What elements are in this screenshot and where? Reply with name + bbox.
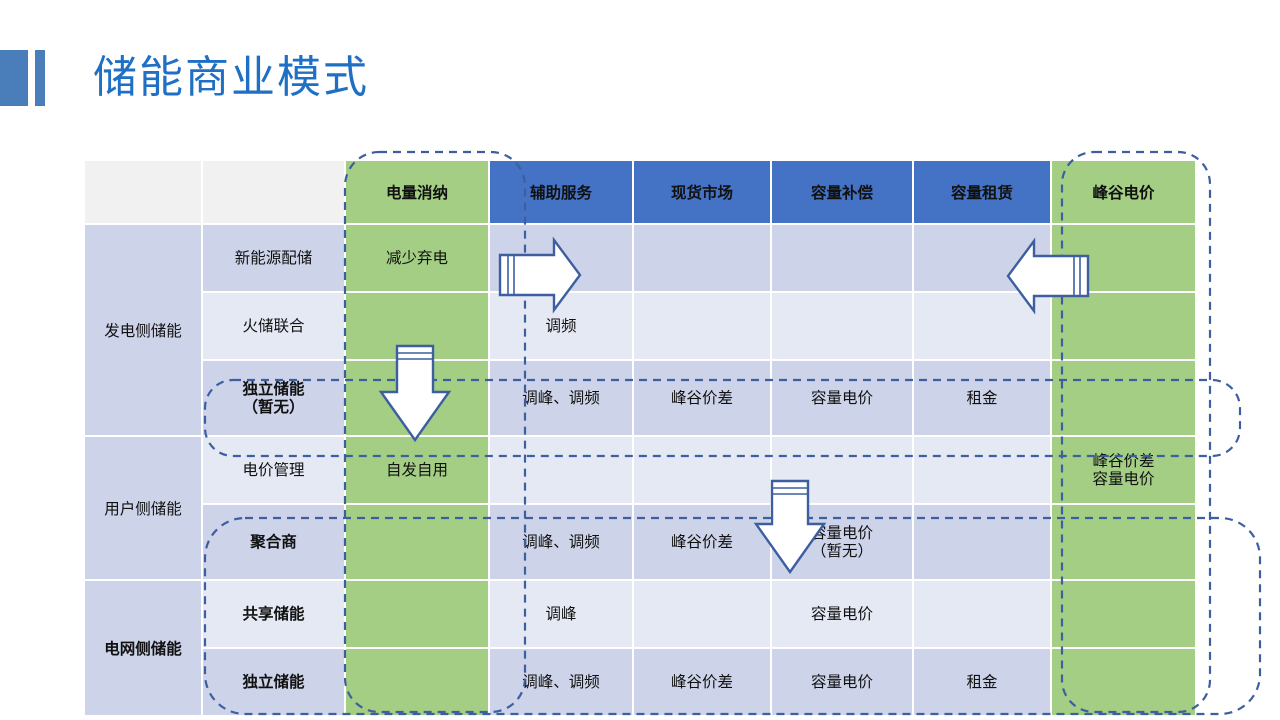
row-subgroup-label[interactable]: 独立储能: [202, 648, 345, 716]
cell-c2-row0[interactable]: [489, 224, 633, 292]
column-header-blank-0[interactable]: [84, 160, 202, 224]
cell-c6-row5[interactable]: [1051, 580, 1196, 648]
cell-c4-row2[interactable]: 容量电价: [771, 360, 913, 436]
table-row: 电网侧储能共享储能调峰容量电价: [84, 580, 1196, 716]
cell-c6-row0[interactable]: [1051, 224, 1196, 292]
column-header-c4[interactable]: 容量补偿: [771, 160, 913, 224]
business-model-matrix: 电量消纳辅助服务现货市场容量补偿容量租赁峰谷电价发电侧储能新能源配储减少弃电火储…: [84, 160, 1196, 716]
cell-c5-row5[interactable]: [913, 580, 1051, 648]
table-row: 聚合商 调峰、调频峰谷价差容量电价（暂无）: [84, 504, 1196, 580]
cell-c3-row5[interactable]: [633, 580, 771, 648]
cell-c2-row3[interactable]: [489, 436, 633, 504]
column-header-c2[interactable]: 辅助服务: [489, 160, 633, 224]
row-group-label[interactable]: 电网侧储能: [84, 580, 202, 716]
cell-c5-row1[interactable]: [913, 292, 1051, 360]
cell-c3-row1[interactable]: [633, 292, 771, 360]
row-group-label[interactable]: 用户侧储能: [84, 436, 202, 580]
cell-c5-row4[interactable]: [913, 504, 1051, 580]
cell-c1-row4[interactable]: [345, 504, 489, 580]
column-header-blank-1[interactable]: [202, 160, 345, 224]
cell-c3-row2[interactable]: 峰谷价差: [633, 360, 771, 436]
matrix-header-row: 电量消纳辅助服务现货市场容量补偿容量租赁峰谷电价: [84, 160, 1196, 224]
row-subgroup-label[interactable]: 独立储能（暂无）: [202, 360, 345, 436]
cell-c1-row0[interactable]: 减少弃电: [345, 224, 489, 292]
column-header-c5[interactable]: 容量租赁: [913, 160, 1051, 224]
column-header-c3[interactable]: 现货市场: [633, 160, 771, 224]
column-header-c1[interactable]: 电量消纳: [345, 160, 489, 224]
cell-c4-row5[interactable]: 容量电价: [771, 580, 913, 648]
cell-c3-row4[interactable]: 峰谷价差: [633, 504, 771, 580]
table-row: 用户侧储能电价管理自发自用 峰谷价差容量电价: [84, 436, 1196, 580]
cell-c1-row6[interactable]: [345, 648, 489, 716]
cell-c6-row1[interactable]: [1051, 292, 1196, 360]
cell-c1-row3[interactable]: 自发自用: [345, 436, 489, 504]
cell-c2-row5[interactable]: 调峰: [489, 580, 633, 648]
row-subgroup-label[interactable]: 聚合商: [202, 504, 345, 580]
row-subgroup-label[interactable]: 新能源配储: [202, 224, 345, 292]
cell-c5-row2[interactable]: 租金: [913, 360, 1051, 436]
table-row: 火储联合 调频: [84, 292, 1196, 360]
cell-c5-row6[interactable]: 租金: [913, 648, 1051, 716]
row-group-label[interactable]: 发电侧储能: [84, 224, 202, 436]
cell-c4-row6[interactable]: 容量电价: [771, 648, 913, 716]
row-subgroup-label[interactable]: 火储联合: [202, 292, 345, 360]
title-bar: 储能商业模式: [0, 50, 369, 106]
cell-c6-row4[interactable]: [1051, 504, 1196, 580]
cell-c4-row1[interactable]: [771, 292, 913, 360]
row-subgroup-label[interactable]: 电价管理: [202, 436, 345, 504]
cell-c1-row1[interactable]: [345, 292, 489, 360]
cell-c1-row5[interactable]: [345, 580, 489, 648]
cell-c6-row2[interactable]: [1051, 360, 1196, 436]
title-accent-gap: [28, 50, 35, 106]
column-header-c6[interactable]: 峰谷电价: [1051, 160, 1196, 224]
table-row: 发电侧储能新能源配储减少弃电: [84, 224, 1196, 436]
cell-c4-row0[interactable]: [771, 224, 913, 292]
cell-c4-row3[interactable]: [771, 436, 913, 504]
title-accent-bar: [35, 50, 45, 106]
cell-c6-row6[interactable]: [1051, 648, 1196, 716]
cell-c5-row0[interactable]: [913, 224, 1051, 292]
cell-c5-row3[interactable]: [913, 436, 1051, 504]
cell-c3-row3[interactable]: [633, 436, 771, 504]
table-row: 独立储能（暂无） 调峰、调频峰谷价差容量电价租金: [84, 360, 1196, 436]
page-title: 储能商业模式: [93, 52, 369, 103]
cell-c2-row4[interactable]: 调峰、调频: [489, 504, 633, 580]
cell-c4-row4[interactable]: 容量电价（暂无）: [771, 504, 913, 580]
cell-c3-row0[interactable]: [633, 224, 771, 292]
table-row: 独立储能 调峰、调频峰谷价差容量电价租金: [84, 648, 1196, 716]
row-subgroup-label[interactable]: 共享储能: [202, 580, 345, 648]
cell-c2-row2[interactable]: 调峰、调频: [489, 360, 633, 436]
cell-c2-row6[interactable]: 调峰、调频: [489, 648, 633, 716]
cell-c1-row2[interactable]: [345, 360, 489, 436]
cell-c2-row1[interactable]: 调频: [489, 292, 633, 360]
cell-c3-row6[interactable]: 峰谷价差: [633, 648, 771, 716]
title-accent-block: [0, 50, 28, 106]
cell-c6-row3[interactable]: 峰谷价差容量电价: [1051, 436, 1196, 504]
